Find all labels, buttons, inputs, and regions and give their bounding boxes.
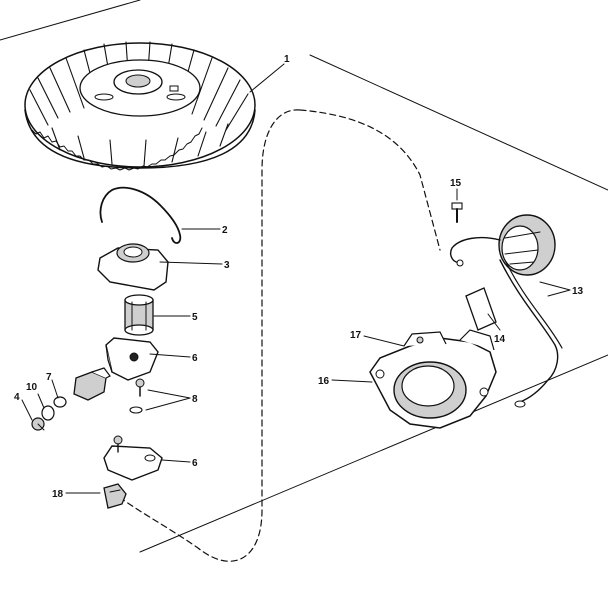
ignition-screw — [451, 202, 463, 223]
bushing — [124, 294, 154, 336]
adjust-assembly — [31, 367, 111, 431]
callout-2: 2 — [222, 225, 228, 236]
callout-7: 7 — [46, 372, 52, 383]
callout-16: 16 — [318, 376, 330, 387]
callout-6-lower: 6 — [192, 458, 198, 469]
bracket-lower — [103, 435, 163, 481]
ignition-coil — [450, 214, 563, 408]
stator-base — [369, 329, 497, 429]
callout-17: 17 — [350, 330, 362, 341]
callout-14: 14 — [494, 334, 506, 345]
callout-13: 13 — [572, 286, 584, 297]
leader-lines — [21, 63, 571, 494]
shim-plate — [465, 287, 497, 331]
spring-clip — [99, 186, 182, 244]
background-lines — [0, 0, 608, 553]
bracket-upper — [105, 337, 159, 381]
callout-labels: 1 2 3 5 6 8 6 18 7 10 4 15 13 14 17 16 — [14, 54, 584, 500]
callout-3: 3 — [224, 260, 230, 271]
callout-10: 10 — [26, 382, 38, 393]
flywheel — [24, 41, 256, 171]
callout-6-upper: 6 — [192, 353, 198, 364]
callout-5: 5 — [192, 312, 198, 323]
small-clip — [103, 483, 127, 509]
callout-4: 4 — [14, 392, 20, 403]
callout-15: 15 — [450, 178, 462, 189]
callout-18: 18 — [52, 489, 64, 500]
callout-8: 8 — [192, 394, 198, 405]
screw-washer-set — [129, 378, 145, 414]
callout-1: 1 — [284, 54, 290, 65]
dashed-group-outline — [109, 109, 441, 562]
cover-plate — [97, 243, 169, 291]
